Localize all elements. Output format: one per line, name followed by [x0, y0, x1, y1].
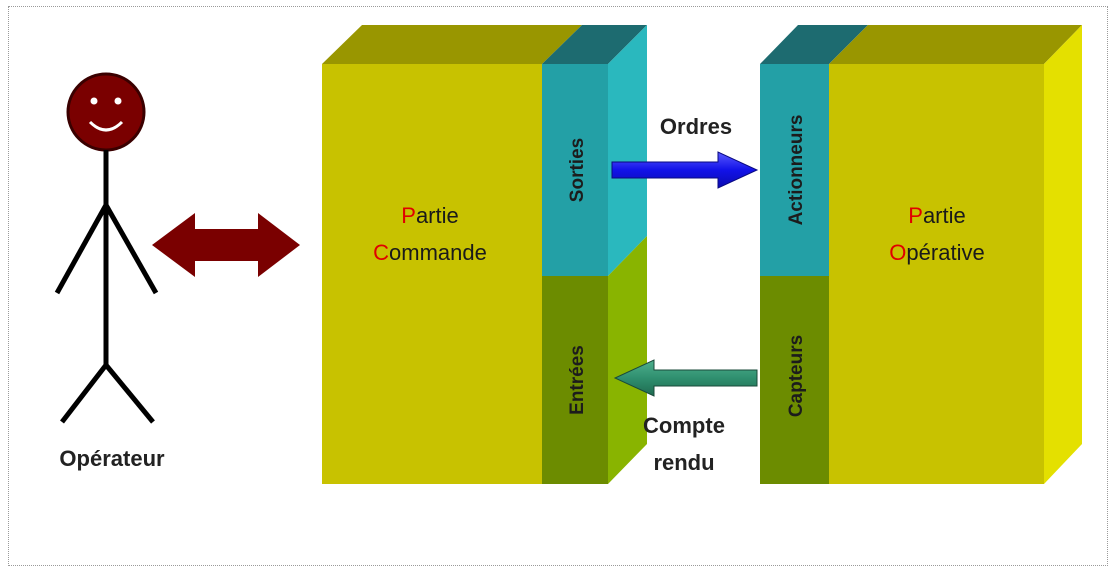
operative-part-top: [829, 25, 1082, 64]
outputs-side: [608, 25, 647, 276]
operative-part-line2-initial: O: [889, 240, 906, 265]
operator-left-eye: [90, 97, 98, 105]
operator-label: Opérateur: [59, 446, 165, 471]
operator-right-eye: [114, 97, 122, 105]
operator-right-leg: [104, 363, 155, 424]
operative-part-block: [760, 25, 1082, 484]
report-arrow: [613, 359, 758, 397]
operator-figure: [54, 72, 159, 424]
outputs-top: [542, 25, 647, 64]
operator-left-arm: [54, 203, 109, 295]
report-label-line2: rendu: [653, 450, 714, 475]
orders-label: Ordres: [660, 114, 732, 139]
command-part-line2-rest: ommande: [389, 240, 487, 265]
control-system-diagram: Opérateur Partie Commande Sorties Entrée…: [54, 25, 1082, 484]
command-part-line1-initial: P: [401, 203, 416, 228]
operative-part-line1-initial: P: [908, 203, 923, 228]
operative-part-side: [1044, 25, 1082, 484]
outputs-label: Sorties: [567, 138, 588, 202]
command-part-line1: Partie: [401, 203, 458, 228]
command-part-front: [322, 64, 542, 484]
command-part-line1-rest: artie: [416, 203, 459, 228]
command-part-block: [322, 25, 647, 484]
operator-head: [66, 72, 146, 152]
operator-smile: [88, 120, 124, 132]
operative-part-line1: Partie: [908, 203, 965, 228]
inputs-front: [542, 276, 608, 484]
operator-left-leg: [60, 363, 108, 424]
outputs-front: [542, 64, 608, 276]
operator-interaction-arrow: [152, 213, 300, 277]
sensors-label: Capteurs: [786, 335, 807, 417]
operative-part-line2: Opérative: [889, 240, 984, 265]
actuators-top: [760, 25, 868, 64]
operative-part-line1-rest: artie: [923, 203, 966, 228]
operative-part-front: [829, 64, 1044, 484]
sensors-front: [760, 276, 829, 484]
report-label-line1: Compte: [643, 413, 725, 438]
actuators-front: [760, 64, 829, 276]
orders-arrow: [611, 151, 759, 189]
operative-part-line2-rest: pérative: [906, 240, 984, 265]
command-part-top: [322, 25, 582, 64]
command-part-line2: Commande: [373, 240, 487, 265]
operator-right-arm: [103, 203, 159, 295]
inputs-side: [608, 236, 647, 484]
inputs-label: Entrées: [567, 345, 588, 415]
command-part-line2-initial: C: [373, 240, 389, 265]
actuators-label: Actionneurs: [786, 115, 807, 226]
